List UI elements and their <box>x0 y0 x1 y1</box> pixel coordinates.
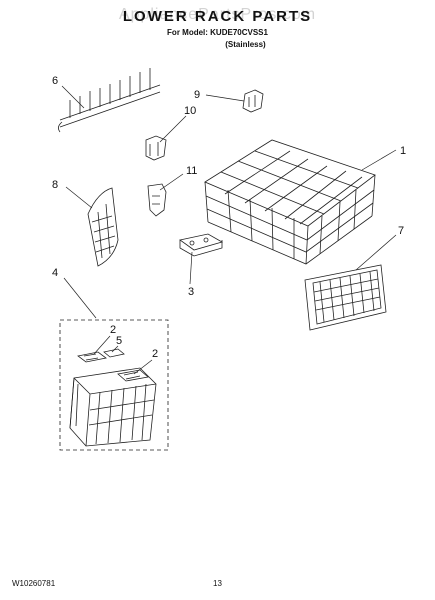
part-8-basket-side <box>87 187 119 267</box>
watermark: AppliancePartsPros.com <box>118 6 317 23</box>
callout-5: 5 <box>116 335 122 347</box>
part-10-clip <box>145 135 167 161</box>
callout-3: 3 <box>188 286 194 298</box>
callout-1: 1 <box>400 145 406 157</box>
part-1-lower-rack <box>204 139 376 265</box>
callout-4: 4 <box>52 267 58 279</box>
callout-9: 9 <box>194 89 200 101</box>
page-title: LOWER RACK PARTS <box>122 8 313 25</box>
callout-7: 7 <box>398 225 404 237</box>
part-9-clip <box>242 89 264 113</box>
callout-2b: 2 <box>152 348 158 360</box>
callout-8: 8 <box>52 179 58 191</box>
callout-6: 6 <box>52 75 58 87</box>
callout-2a: 2 <box>110 324 116 336</box>
part-7-mesh-panel <box>304 264 387 331</box>
part-2-cover-left <box>77 351 107 363</box>
callout-11: 11 <box>186 165 197 177</box>
page-number: 13 <box>213 579 222 588</box>
silverware-basket <box>69 367 157 447</box>
document-id: W10260781 <box>12 579 56 588</box>
part-3-clip <box>179 233 224 257</box>
part-11-bracket <box>147 183 167 217</box>
model-line: For Model: KUDE70CVSS1 <box>167 28 268 37</box>
part-6-tine-row <box>58 68 161 133</box>
callout-labels: 1 2 2 3 4 5 6 7 8 9 10 11 <box>52 75 406 360</box>
variant-label: (Stainless) <box>225 40 266 49</box>
callout-10: 10 <box>184 105 196 117</box>
part-5-cover-small <box>103 348 125 358</box>
